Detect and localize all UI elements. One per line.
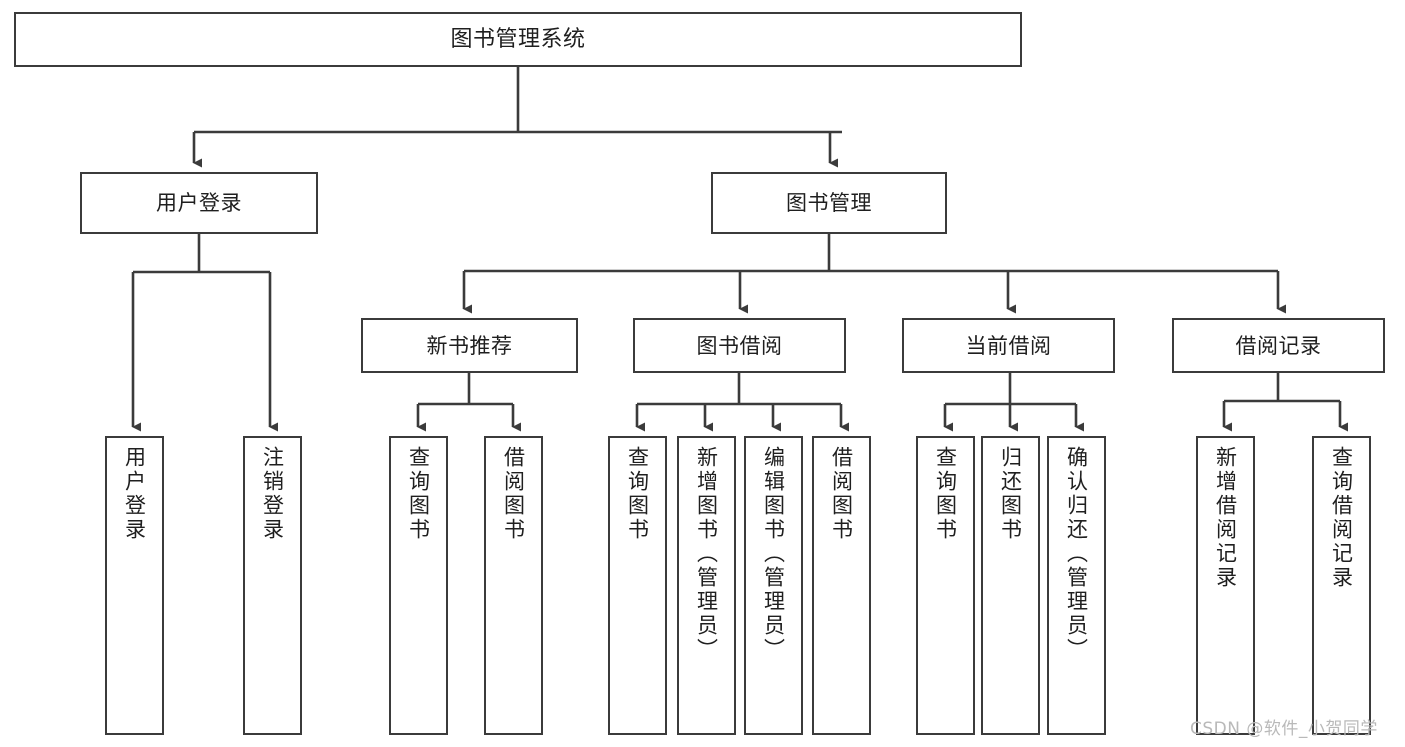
node-label: 编辑图书（管理员） bbox=[761, 446, 786, 662]
node-book-borrow[interactable]: 图书借阅 bbox=[633, 318, 846, 373]
leaf-current-borrow-return[interactable]: 归还图书 bbox=[981, 436, 1040, 735]
leaf-current-borrow-confirm-return[interactable]: 确认归还（管理员） bbox=[1047, 436, 1106, 735]
node-user-login[interactable]: 用户登录 bbox=[80, 172, 318, 234]
watermark: CSDN @软件_小贺同学 bbox=[1190, 719, 1378, 739]
node-label: 查询图书 bbox=[625, 446, 650, 542]
node-label: 新书推荐 bbox=[426, 333, 513, 358]
node-label: 用户登录 bbox=[122, 446, 147, 542]
node-label: 借阅图书 bbox=[829, 446, 854, 542]
leaf-book-borrow-add[interactable]: 新增图书（管理员） bbox=[677, 436, 736, 735]
leaf-book-borrow-edit[interactable]: 编辑图书（管理员） bbox=[744, 436, 803, 735]
node-label: 用户登录 bbox=[156, 191, 242, 215]
leaf-new-book-borrow[interactable]: 借阅图书 bbox=[484, 436, 543, 735]
node-new-book-recommend[interactable]: 新书推荐 bbox=[361, 318, 578, 373]
leaf-book-borrow-query[interactable]: 查询图书 bbox=[608, 436, 667, 735]
leaf-new-book-query[interactable]: 查询图书 bbox=[389, 436, 448, 735]
leaf-borrow-record-query[interactable]: 查询借阅记录 bbox=[1312, 436, 1371, 735]
node-label: 确认归还（管理员） bbox=[1064, 446, 1089, 662]
node-label: 借阅图书 bbox=[501, 446, 526, 542]
node-label: 借阅记录 bbox=[1235, 333, 1322, 358]
node-book-management[interactable]: 图书管理 bbox=[711, 172, 947, 234]
node-label: 查询图书 bbox=[406, 446, 431, 542]
leaf-current-borrow-query[interactable]: 查询图书 bbox=[916, 436, 975, 735]
node-label: 查询借阅记录 bbox=[1329, 446, 1354, 590]
leaf-user-login-login[interactable]: 用户登录 bbox=[105, 436, 164, 735]
node-label: 新增借阅记录 bbox=[1213, 446, 1238, 590]
node-current-borrow[interactable]: 当前借阅 bbox=[902, 318, 1115, 373]
node-label: 图书管理 bbox=[786, 191, 872, 215]
node-label: 新增图书（管理员） bbox=[694, 446, 719, 662]
node-label: 图书管理系统 bbox=[450, 26, 586, 52]
node-label: 查询图书 bbox=[933, 446, 958, 542]
leaf-borrow-record-add[interactable]: 新增借阅记录 bbox=[1196, 436, 1255, 735]
leaf-book-borrow-borrow[interactable]: 借阅图书 bbox=[812, 436, 871, 735]
node-label: 图书借阅 bbox=[696, 333, 783, 358]
node-label: 当前借阅 bbox=[965, 333, 1052, 358]
node-label: 注销登录 bbox=[260, 446, 285, 542]
node-root-system[interactable]: 图书管理系统 bbox=[14, 12, 1022, 67]
node-borrow-record[interactable]: 借阅记录 bbox=[1172, 318, 1385, 373]
leaf-user-login-logout[interactable]: 注销登录 bbox=[243, 436, 302, 735]
node-label: 归还图书 bbox=[998, 446, 1023, 542]
